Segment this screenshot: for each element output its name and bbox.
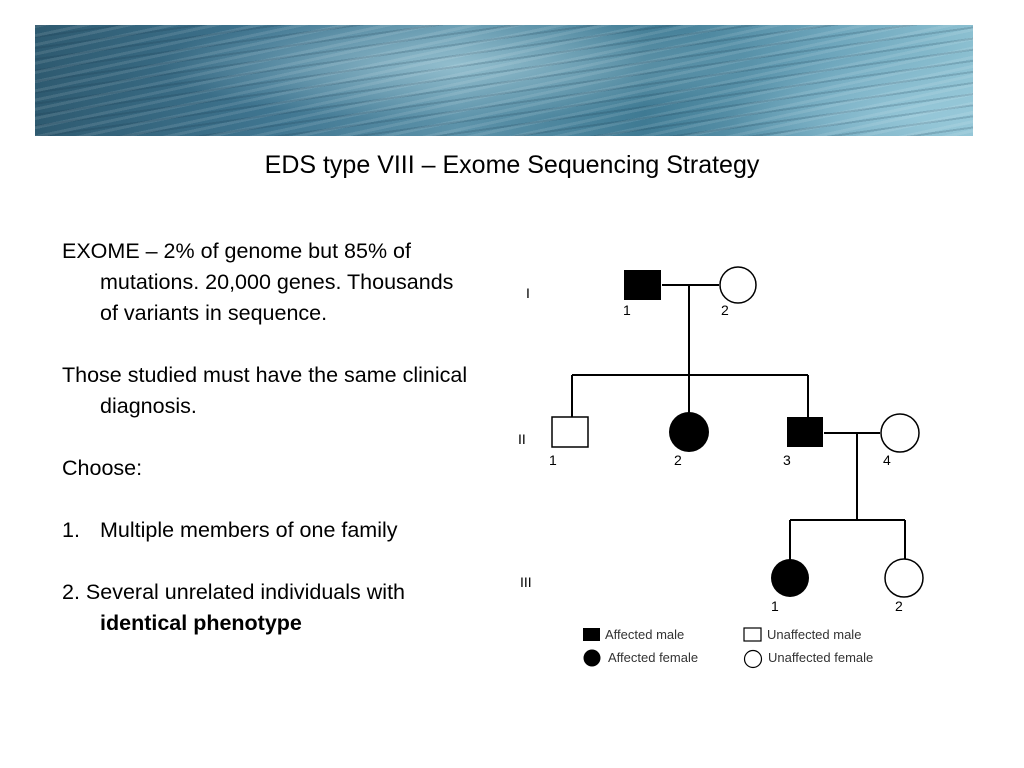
individual-number-ii1: 1 — [549, 452, 557, 468]
list-item-2-bold: identical phenotype — [100, 611, 302, 635]
slide-title: EDS type VIII – Exome Sequencing Strateg… — [264, 151, 760, 179]
affected-male-ii3-symbol — [787, 417, 823, 447]
legend-affected-male-icon — [583, 628, 600, 641]
paragraph-choose: Choose: — [62, 456, 143, 480]
affected-female-ii2-symbol — [669, 412, 709, 452]
bullet-text-block: EXOME – 2% of genome but 85% of mutation… — [62, 236, 472, 670]
legend-unaffected-female-label: Unaffected female — [768, 650, 873, 665]
pedigree-svg: I II III 1 2 1 2 3 4 1 2 Affected male U… — [518, 266, 924, 669]
generation-label-i: I — [526, 285, 530, 301]
legend-affected-female-label: Affected female — [608, 650, 698, 665]
list-item-1-text: Multiple members of one family — [100, 518, 398, 542]
legend-unaffected-male-label: Unaffected male — [767, 627, 861, 642]
legend-affected-female-icon — [583, 649, 601, 667]
legend-unaffected-female-icon — [743, 649, 763, 669]
individual-number-iii1: 1 — [771, 598, 779, 614]
generation-label-ii: II — [518, 431, 526, 447]
individual-number-iii2: 2 — [895, 598, 903, 614]
paragraph-diagnosis: Those studied must have the same clinica… — [62, 363, 468, 418]
affected-male-i1-symbol — [624, 270, 661, 300]
list-item-2: 2. Several unrelated individuals with id… — [62, 577, 472, 639]
individual-number-i1: 1 — [623, 302, 631, 318]
legend-affected-male-label: Affected male — [605, 627, 684, 642]
header-banner — [35, 25, 973, 136]
affected-female-iii1-symbol — [771, 559, 809, 597]
list-item-2-text: 2. Several unrelated individuals with — [62, 580, 406, 604]
individual-number-ii4: 4 — [883, 452, 891, 468]
individual-number-ii2: 2 — [674, 452, 682, 468]
unaffected-female-iii2-symbol — [884, 558, 924, 598]
paragraph-exome: EXOME – 2% of genome but 85% of mutation… — [62, 239, 454, 325]
pedigree-chart: I II III 1 2 1 2 3 4 1 2 Affected male U… — [500, 255, 940, 675]
generation-label-iii: III — [520, 574, 532, 590]
unaffected-male-ii1-symbol — [551, 416, 589, 448]
individual-number-ii3: 3 — [783, 452, 791, 468]
unaffected-female-ii4-symbol — [880, 413, 920, 453]
unaffected-female-i2-symbol — [719, 266, 757, 304]
list-item-1-number: 1. — [62, 518, 80, 542]
legend-unaffected-male-icon — [743, 627, 762, 642]
individual-number-i2: 2 — [721, 302, 729, 318]
legend: Affected male Unaffected male Affected f… — [583, 627, 873, 669]
list-item-1: 1. Multiple members of one family — [62, 515, 472, 546]
